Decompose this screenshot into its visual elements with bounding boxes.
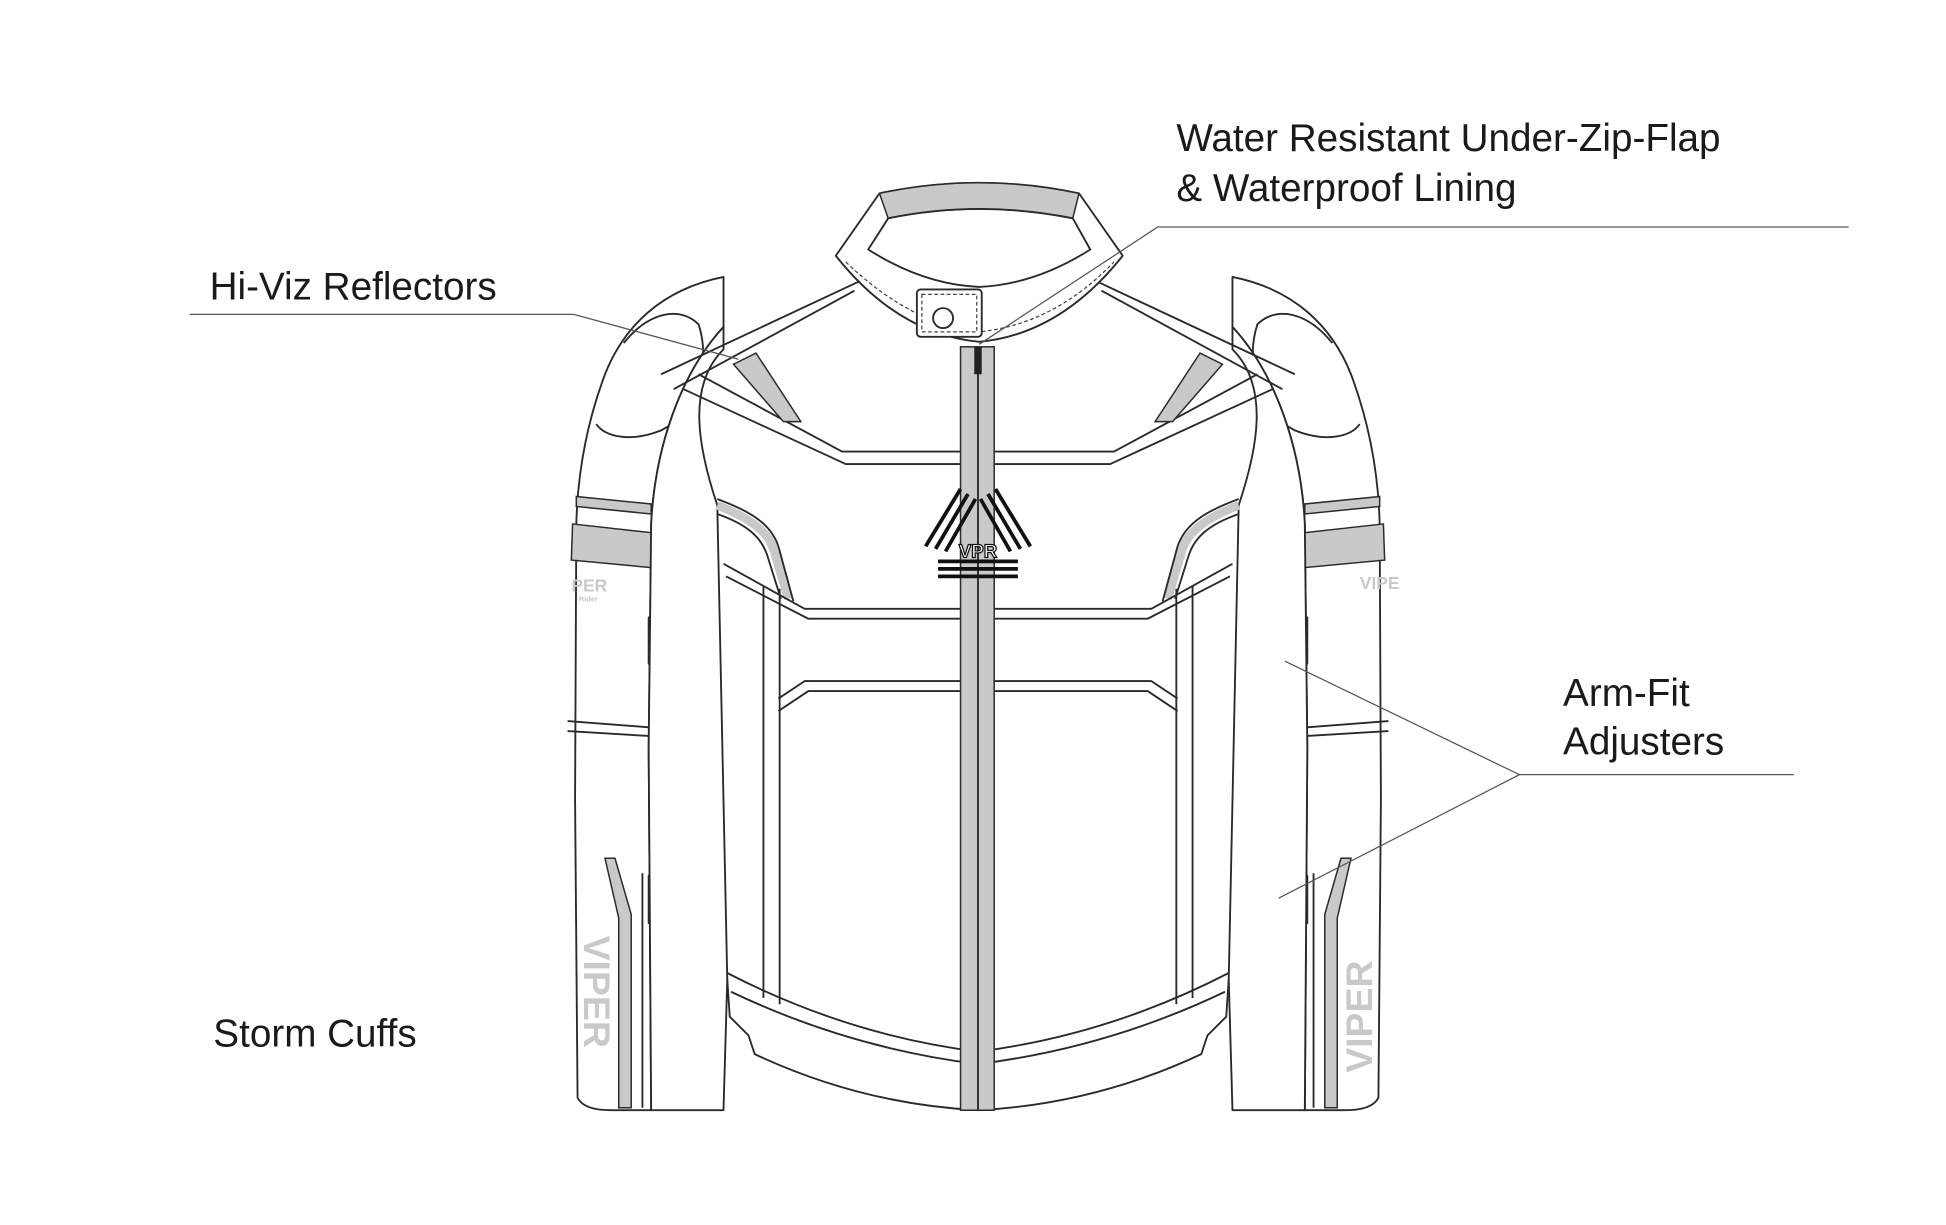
right-sleeve-small-brand: VIPE <box>1360 573 1400 593</box>
arm-fit-leader-line <box>1278 660 1794 899</box>
hi-viz-reflector <box>732 352 803 423</box>
water-resistant-label-line2: & Waterproof Lining <box>1176 167 1516 210</box>
vpr-logo <box>923 488 1032 579</box>
water-resistant-label-line1: Water Resistant Under-Zip-Flap <box>1176 117 1720 160</box>
right-sleeve-brand: VIPER <box>1338 961 1380 1073</box>
vpr-logo-text: VPR <box>959 541 998 562</box>
arm-fit-label-line2: Adjusters <box>1563 721 1724 764</box>
left-sleeve-small-sub: Rider <box>579 594 598 603</box>
jacket-left-half <box>567 276 979 1112</box>
water-leader-line <box>978 226 1849 345</box>
hi-viz-leader-line <box>189 313 739 360</box>
storm-cuffs-label: Storm Cuffs <box>213 1013 416 1056</box>
zipper-pull <box>974 346 982 375</box>
left-sleeve-small-brand: PER <box>571 575 607 595</box>
left-sleeve-brand: VIPER <box>576 936 618 1048</box>
hi-viz-label: Hi-Viz Reflectors <box>210 265 497 308</box>
cuff-reflector-strip <box>604 857 632 1109</box>
arm-fit-label-line1: Arm-Fit <box>1563 672 1690 715</box>
